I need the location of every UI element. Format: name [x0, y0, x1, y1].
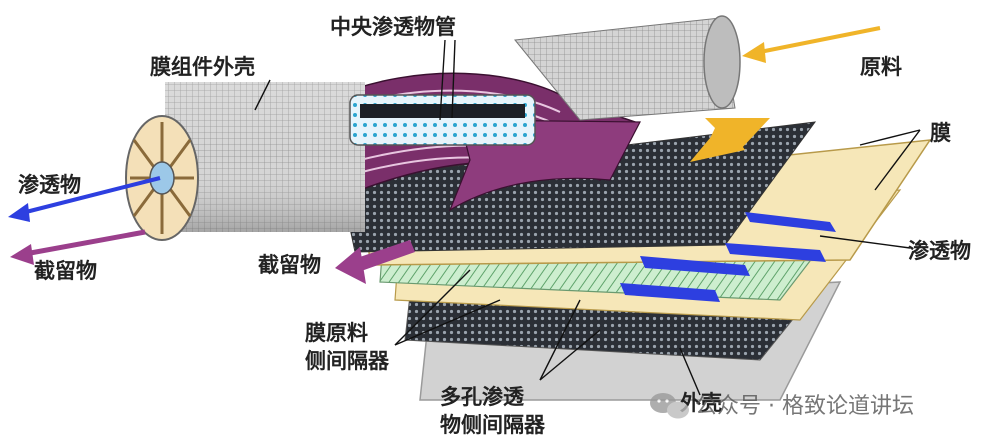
label-central-tube: 中央渗透物管	[330, 15, 456, 39]
watermark-text: 公众号 · 格致论道讲坛	[695, 394, 914, 419]
label-retentate-left: 截留物	[34, 259, 97, 283]
retentate-out-arrow-left	[10, 229, 146, 265]
label-housing: 膜组件外壳	[150, 55, 255, 79]
end-cap-hub	[149, 161, 175, 195]
permeate-out-arrow	[8, 176, 161, 222]
retentate-out-arrow-mid	[335, 240, 415, 284]
label-permeate-right: 渗透物	[908, 239, 971, 263]
permeate-flow-stripes	[620, 212, 836, 302]
housing-rear-cap	[703, 15, 741, 109]
label-feed: 原料	[860, 55, 902, 79]
label-perm-spacer-line2: 物侧间隔器	[440, 413, 546, 437]
label-perm-spacer-line1: 多孔渗透	[440, 385, 525, 409]
feed-in-arrow-top	[742, 26, 881, 63]
label-membrane: 膜	[930, 121, 951, 145]
feed-in-arrow-sheet	[690, 118, 770, 162]
housing-shade	[165, 82, 365, 232]
label-permeate-left: 渗透物	[18, 173, 81, 197]
central-tube-slot	[360, 104, 525, 118]
central-tube	[349, 94, 536, 146]
label-retentate-mid: 截留物	[258, 253, 321, 277]
watermark: 公众号 · 格致论道讲坛	[650, 393, 914, 419]
leader-lines	[254, 39, 921, 396]
wechat-icon	[650, 393, 689, 419]
label-feed-spacer-line2: 侧间隔器	[305, 349, 390, 373]
housing-rear	[514, 17, 736, 121]
label-feed-spacer-line1: 膜原料	[305, 321, 368, 345]
